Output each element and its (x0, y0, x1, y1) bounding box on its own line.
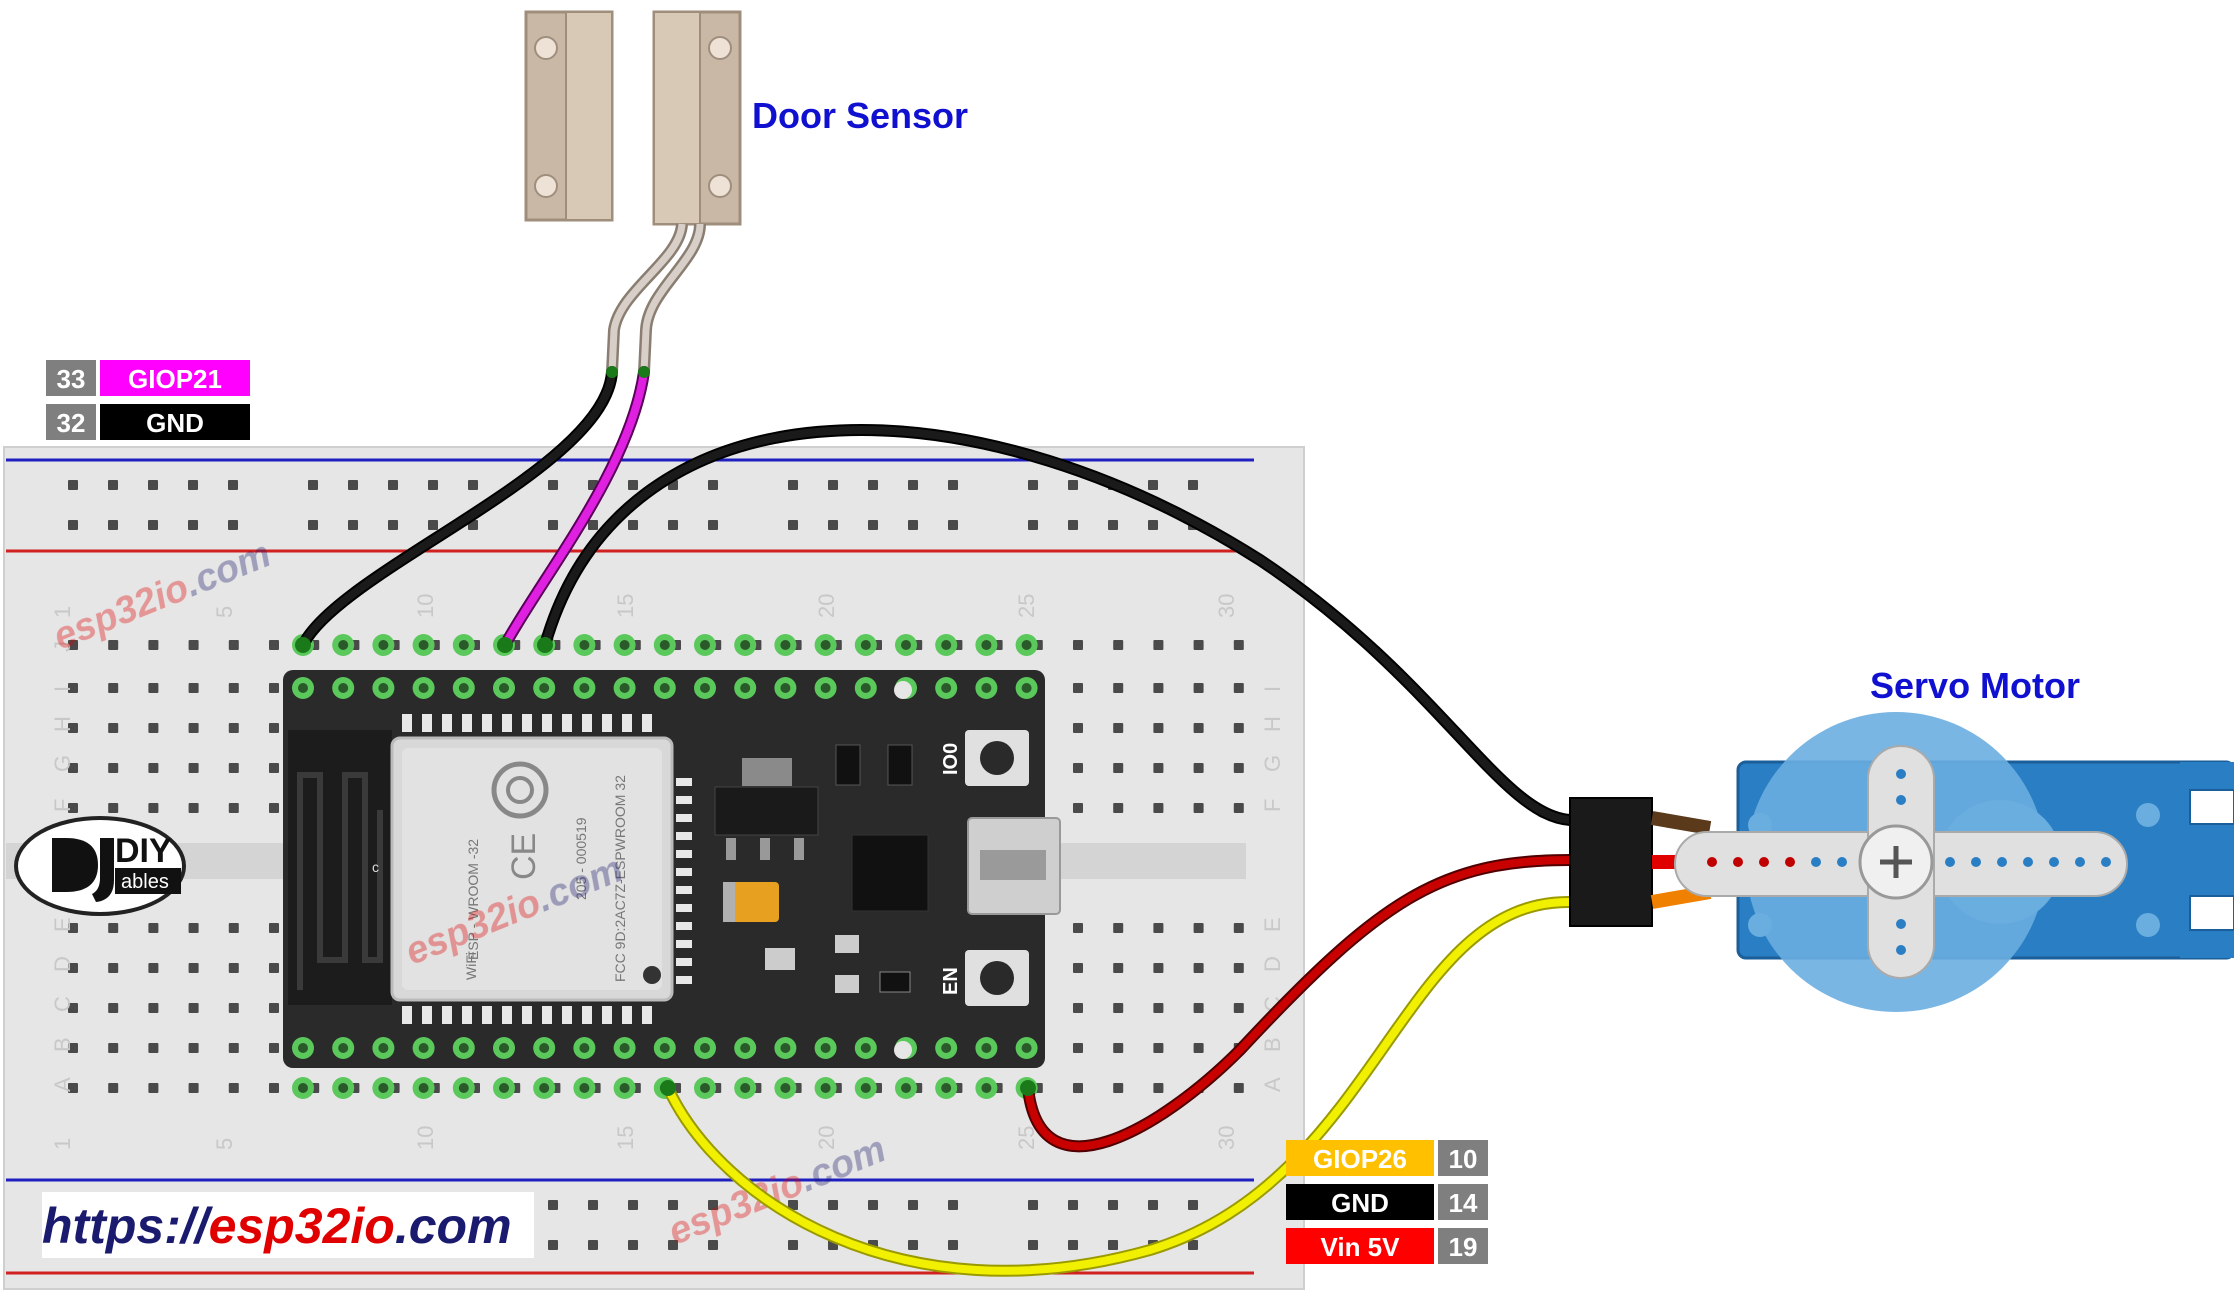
svg-text:10: 10 (413, 1126, 438, 1150)
svg-text:GIOP21: GIOP21 (128, 364, 222, 394)
svg-text:30: 30 (1214, 594, 1239, 618)
website-label: https://esp32io.com (42, 1192, 534, 1258)
svg-text:D: D (1260, 956, 1285, 972)
svg-text:15: 15 (613, 594, 638, 618)
svg-text:1: 1 (50, 1138, 75, 1150)
svg-text:DIY: DIY (115, 832, 172, 870)
door-sensor-title: Door Sensor (752, 95, 968, 136)
svg-text:B: B (50, 1037, 75, 1052)
svg-text:https://esp32io.com: https://esp32io.com (42, 1198, 512, 1254)
svg-text:Vin 5V: Vin 5V (1320, 1232, 1400, 1262)
svg-text:D: D (50, 956, 75, 972)
svg-text:5: 5 (212, 1138, 237, 1150)
breadboard-column-numbers: 1 5 10 15 20 25 30 1 5 10 15 20 25 30 (50, 594, 1239, 1150)
esp32-module-code: 205 - 000519 (573, 817, 589, 900)
svg-text:H: H (50, 716, 75, 732)
en-label: EN (940, 967, 962, 995)
servo-motor-icon (1569, 712, 2234, 1012)
door-sensor-pin-table: 33 GIOP21 32 GND (46, 360, 250, 440)
diyables-logo-icon: DIY ables (14, 816, 186, 916)
esp32-board-icon: c ESP - WROOM -32 FCC 9D:2AC7Z-ESPWROOM … (283, 634, 1061, 1099)
esp32-module-brand: ESP - WROOM -32 (465, 839, 481, 960)
svg-text:E: E (1260, 917, 1285, 932)
svg-text:25: 25 (1014, 594, 1039, 618)
svg-text:E: E (50, 917, 75, 932)
svg-text:25: 25 (1014, 1126, 1039, 1150)
svg-text:I: I (1260, 686, 1285, 692)
svg-text:14: 14 (1449, 1188, 1478, 1218)
svg-text:B: B (1260, 1037, 1285, 1052)
svg-text:20: 20 (814, 1126, 839, 1150)
svg-text:10: 10 (1449, 1144, 1478, 1174)
svg-text:H: H (1260, 716, 1285, 732)
svg-text:CE: CE (505, 833, 543, 880)
pin-row-giop21: 33 GIOP21 (46, 360, 250, 396)
svg-text:C: C (50, 996, 75, 1012)
io0-label: IO0 (940, 743, 962, 775)
door-sensor-icon (524, 10, 742, 373)
svg-text:A: A (1260, 1077, 1285, 1092)
pin-row-giop26: GIOP26 10 (1286, 1140, 1488, 1176)
svg-text:32: 32 (57, 408, 86, 438)
svg-text:A: A (50, 1077, 75, 1092)
svg-text:GIOP26: GIOP26 (1313, 1144, 1407, 1174)
pin-row-vin: Vin 5V 19 (1286, 1228, 1488, 1264)
esp32-module-fcc: FCC 9D:2AC7Z-ESPWROOM 32 (612, 775, 628, 982)
svg-text:ables: ables (121, 871, 169, 893)
svg-text:c: c (372, 859, 379, 875)
svg-text:30: 30 (1214, 1126, 1239, 1150)
svg-text:20: 20 (814, 594, 839, 618)
servo-motor-title: Servo Motor (1870, 665, 2080, 706)
svg-text:F: F (50, 799, 75, 812)
svg-text:GND: GND (146, 408, 204, 438)
pin-row-gnd: 32 GND (46, 404, 250, 440)
svg-text:19: 19 (1449, 1232, 1478, 1262)
svg-text:WiFi: WiFi (463, 952, 479, 980)
svg-text:F: F (1260, 799, 1285, 812)
breadboard-row-letters: J I H G F E D C B A I H G F E D C B A (50, 641, 1285, 1092)
wires (295, 366, 1576, 1277)
svg-text:10: 10 (413, 594, 438, 618)
svg-text:1: 1 (50, 606, 75, 618)
svg-text:G: G (1260, 755, 1285, 772)
svg-text:15: 15 (613, 1126, 638, 1150)
svg-text:5: 5 (212, 606, 237, 618)
svg-text:I: I (50, 686, 75, 692)
servo-pin-table: GIOP26 10 GND 14 Vin 5V 19 (1286, 1140, 1488, 1264)
esp32-header-bottom (292, 1037, 1038, 1099)
svg-text:GND: GND (1331, 1188, 1389, 1218)
svg-text:J: J (50, 641, 75, 652)
svg-text:33: 33 (57, 364, 86, 394)
pin-row-servo-gnd: GND 14 (1286, 1184, 1488, 1220)
svg-text:G: G (50, 755, 75, 772)
wifi-antenna-icon (297, 772, 383, 990)
